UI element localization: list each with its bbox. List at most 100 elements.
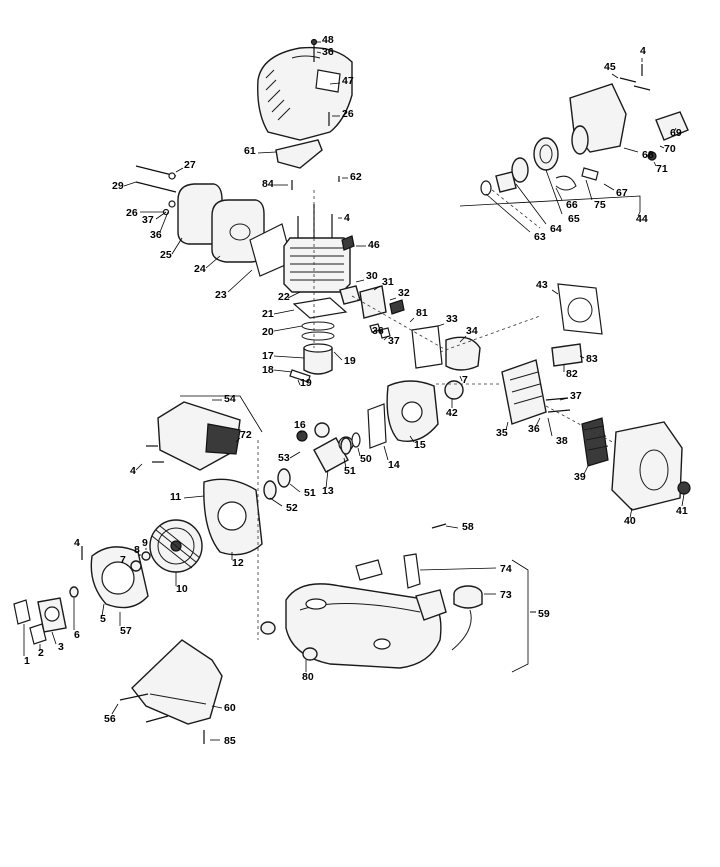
leader-line xyxy=(437,323,445,327)
leader-line xyxy=(273,369,293,373)
leader-line xyxy=(629,507,633,519)
air-filter-housing xyxy=(177,183,293,277)
vibration-mounts xyxy=(260,621,318,661)
leader-line xyxy=(673,127,677,133)
callout-29: 29 xyxy=(112,180,124,192)
bearings xyxy=(263,403,387,500)
leader-line xyxy=(459,375,463,382)
callout-75: 75 xyxy=(594,199,606,211)
muffler-bracket xyxy=(551,343,583,367)
callout-58: 58 xyxy=(462,521,474,533)
callout-38: 38 xyxy=(556,435,568,447)
leader-line xyxy=(111,703,119,715)
leader-line xyxy=(333,351,343,361)
callout-85: 85 xyxy=(224,735,236,747)
leader-line xyxy=(389,297,397,301)
filter-bolts xyxy=(135,165,177,216)
callout-18: 18 xyxy=(262,364,274,376)
leader-line xyxy=(273,309,295,315)
callout-20: 20 xyxy=(262,326,274,338)
callout-61: 61 xyxy=(244,145,256,157)
callout-82: 82 xyxy=(566,368,578,380)
leader-line xyxy=(419,567,497,571)
callout-71: 71 xyxy=(656,163,668,175)
callout-43: 43 xyxy=(536,279,548,291)
leader-line xyxy=(603,183,615,191)
leader-line xyxy=(485,193,531,233)
leader-line xyxy=(579,355,585,359)
small-washers-left xyxy=(69,546,151,598)
callout-3: 3 xyxy=(58,641,64,653)
callout-59: 59 xyxy=(538,608,550,620)
callout-70: 70 xyxy=(664,143,676,155)
ignition-coil xyxy=(146,401,241,471)
leader-line xyxy=(343,457,347,469)
leader-line xyxy=(409,435,415,443)
leader-line xyxy=(623,147,639,153)
callout-36: 36 xyxy=(322,46,334,58)
leader-line xyxy=(155,211,167,220)
callout-4: 4 xyxy=(130,465,136,477)
muffler-cover xyxy=(611,421,691,511)
muffler-screen xyxy=(581,417,609,467)
leader-line xyxy=(235,437,241,443)
callout-84: 84 xyxy=(262,178,274,190)
leader-line xyxy=(211,705,223,709)
callout-34: 34 xyxy=(466,325,478,337)
leader-line xyxy=(459,335,467,343)
callout-52: 52 xyxy=(286,502,298,514)
callout-39: 39 xyxy=(574,471,586,483)
callout-22: 22 xyxy=(278,291,290,303)
callout-68: 68 xyxy=(642,149,654,161)
callout-26: 26 xyxy=(342,108,354,120)
leader-line xyxy=(257,151,277,154)
muffler-body xyxy=(501,359,547,425)
muffler-gasket xyxy=(557,283,603,335)
fuel-tank xyxy=(285,553,447,669)
callout-21: 21 xyxy=(262,308,274,320)
flywheel xyxy=(149,519,203,573)
clutch-drum-assembly xyxy=(480,83,689,196)
callout-40: 40 xyxy=(624,515,636,527)
callout-73: 73 xyxy=(500,589,512,601)
leader-line xyxy=(269,497,283,507)
callout-51: 51 xyxy=(344,465,356,477)
assembly-guide-lines xyxy=(257,189,617,640)
callout-37: 37 xyxy=(570,390,582,402)
callout-57: 57 xyxy=(120,625,132,637)
callout-36: 36 xyxy=(372,325,384,337)
leader-line xyxy=(357,447,361,457)
leader-line xyxy=(515,183,547,225)
callout-63: 63 xyxy=(534,231,546,243)
callout-24: 24 xyxy=(194,263,206,275)
callout-47: 47 xyxy=(342,75,354,87)
starter-pulley xyxy=(37,597,67,633)
callout-19: 19 xyxy=(344,355,356,367)
base-plate xyxy=(119,639,223,744)
fuel-cap xyxy=(451,585,483,651)
callout-13: 13 xyxy=(322,485,334,497)
callout-7: 7 xyxy=(462,374,468,386)
callout-37: 37 xyxy=(142,214,154,226)
leader-line xyxy=(409,317,415,323)
callout-30: 30 xyxy=(366,270,378,282)
callout-45: 45 xyxy=(604,61,616,73)
callout-8: 8 xyxy=(134,544,140,556)
callout-60: 60 xyxy=(224,702,236,714)
crankcase-half-left xyxy=(203,478,263,556)
leader-line xyxy=(555,187,563,201)
callout-17: 17 xyxy=(262,350,274,362)
callout-5: 5 xyxy=(100,613,106,625)
leader-line xyxy=(273,325,303,332)
callout-50: 50 xyxy=(360,453,372,465)
leader-line xyxy=(379,329,383,333)
callout-4: 4 xyxy=(74,537,80,549)
muffler-screws xyxy=(545,397,571,413)
callout-51: 51 xyxy=(304,487,316,499)
leader-line xyxy=(325,469,329,489)
callout-72: 72 xyxy=(240,429,252,441)
leader-line xyxy=(505,421,509,431)
leader-line xyxy=(637,211,641,217)
callout-62: 62 xyxy=(350,171,362,183)
